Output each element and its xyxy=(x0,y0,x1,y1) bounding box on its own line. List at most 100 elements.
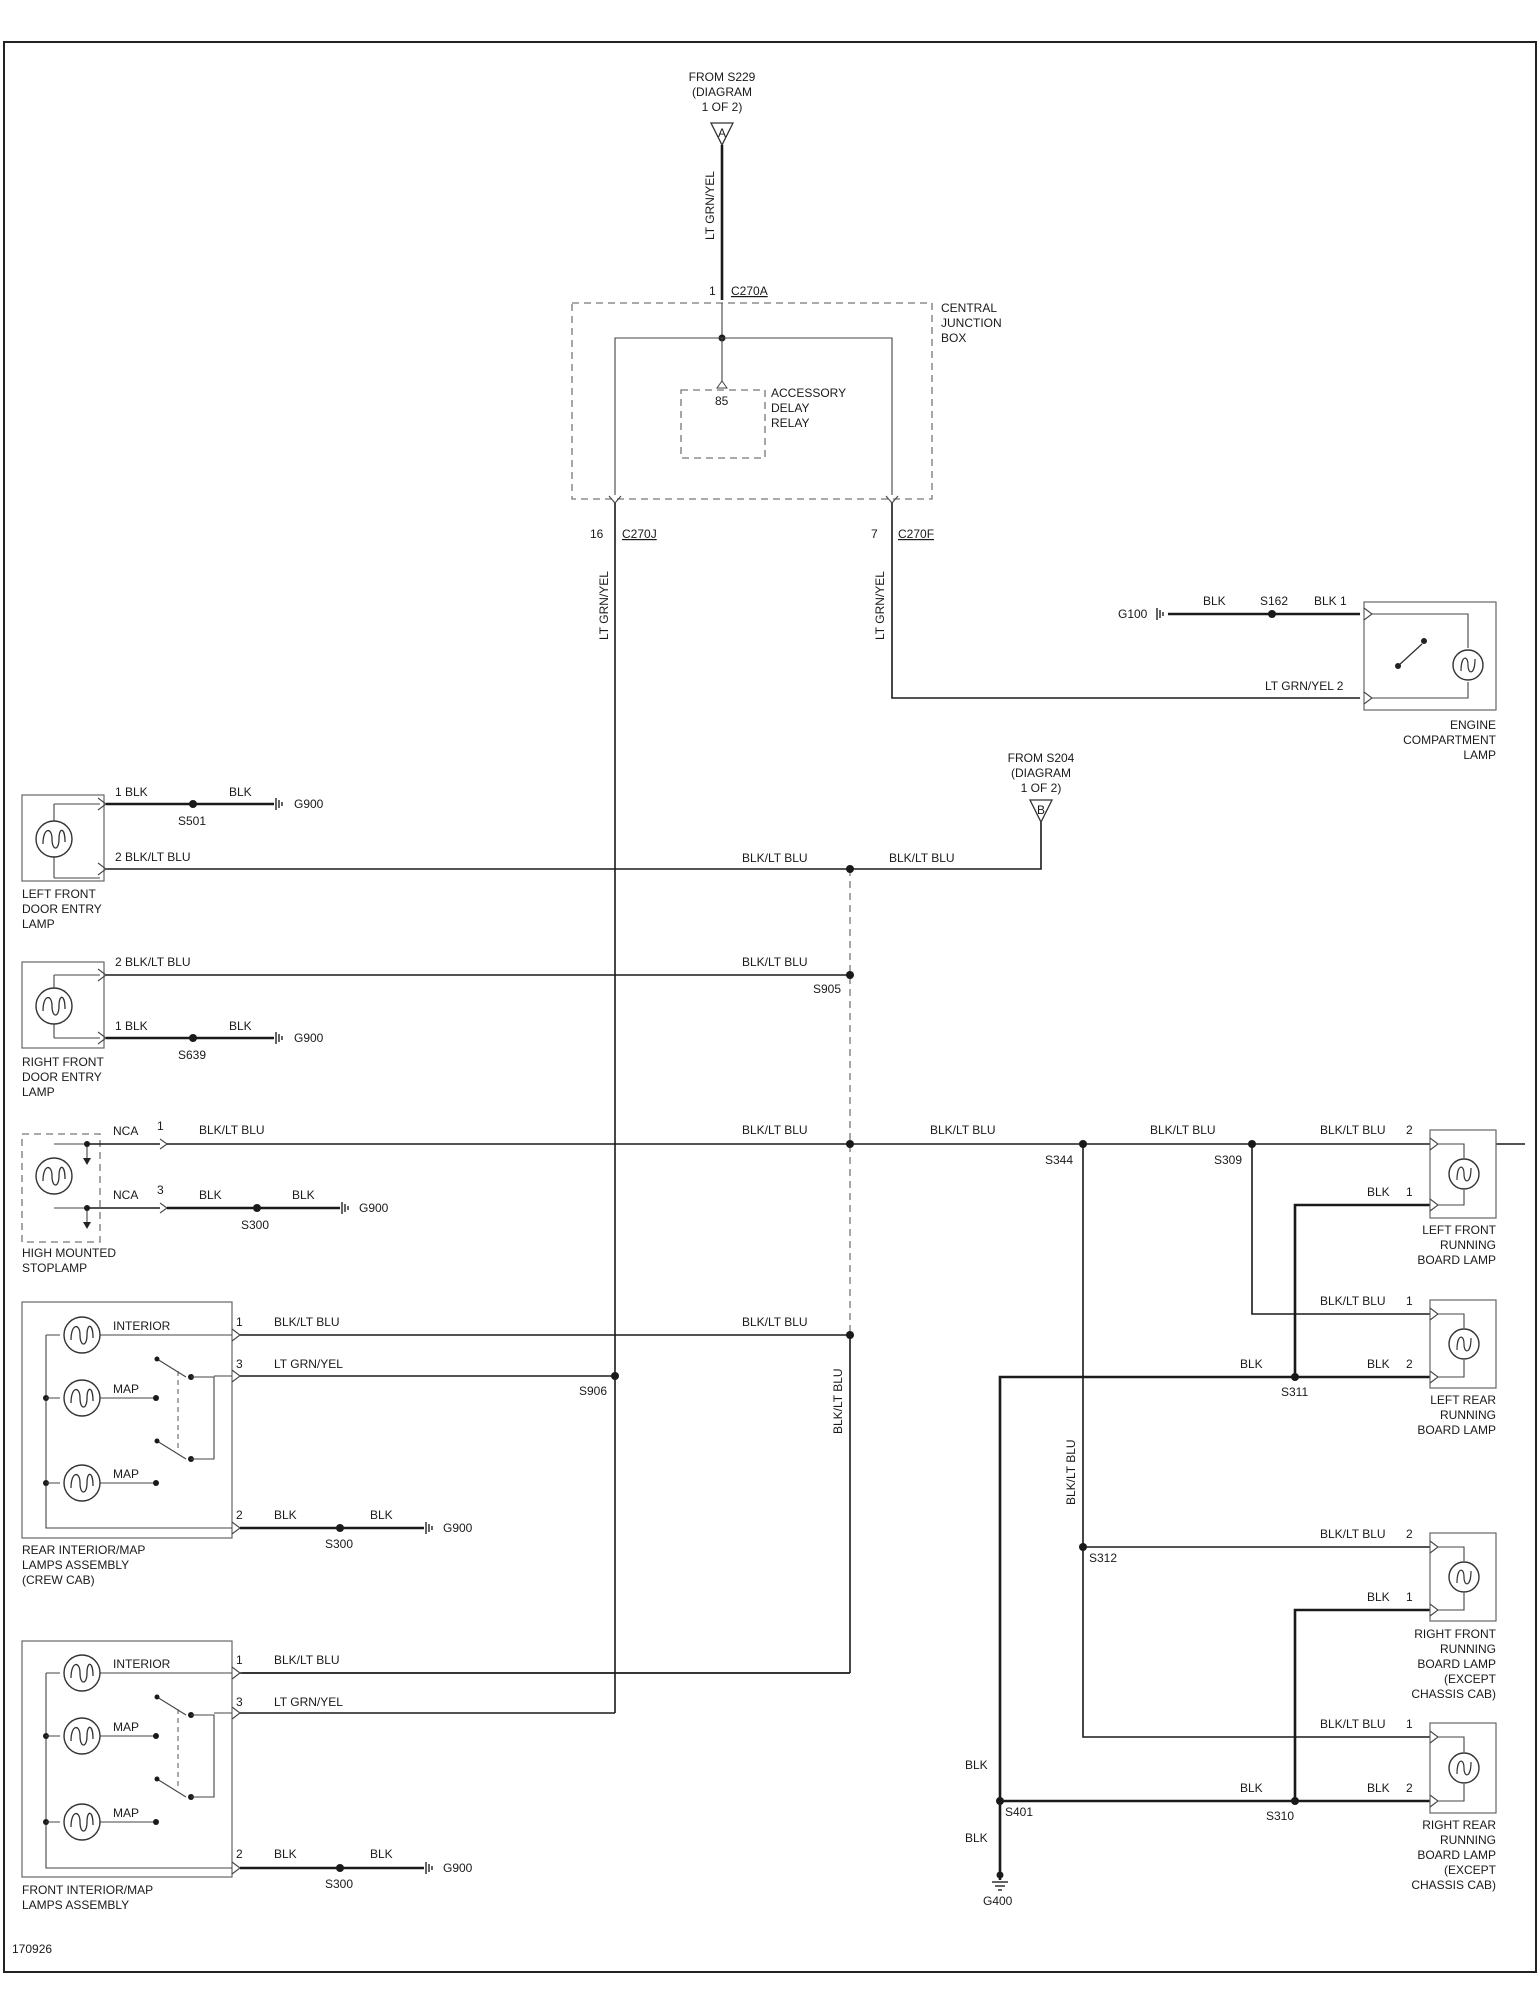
rear-blkltblu: BLK/LT BLU xyxy=(274,1315,340,1329)
front-ground: G900 xyxy=(443,1861,473,1875)
source-a-label: FROM S229 (DIAGRAM 1 OF 2) xyxy=(689,70,756,114)
relay-label-2: DELAY xyxy=(771,401,809,415)
wire-blkltblu-s309: BLK/LT BLU xyxy=(1150,1123,1216,1137)
relay-label-3: RELAY xyxy=(771,416,809,430)
wire-blkltblu-s344: BLK/LT BLU xyxy=(930,1123,996,1137)
source-b-connector-icon xyxy=(1028,799,1054,824)
jb-conn-out-left: C270J xyxy=(622,527,657,541)
source-a-line1: FROM S229 xyxy=(689,70,756,84)
right-front-door-bulb-icon xyxy=(35,987,73,1025)
front-blk-right: BLK xyxy=(370,1847,393,1861)
relay-pin: 85 xyxy=(715,394,729,408)
rear-interior-bulb-icon xyxy=(63,1316,101,1354)
source-b-line1: FROM S204 xyxy=(1008,751,1075,765)
central-junction-box xyxy=(571,302,933,500)
engine-lamp-label-2: COMPARTMENT xyxy=(1403,733,1497,747)
ground-g400: G400 xyxy=(983,1894,1013,1908)
rr-running-label-5: CHASSIS CAB) xyxy=(1411,1878,1496,1892)
stoplamp-nca-3: NCA xyxy=(113,1188,138,1202)
right-rear-running-board-lamp xyxy=(1429,1722,1497,1814)
rear-map-label-2: MAP xyxy=(113,1467,139,1481)
engine-lamp-pin1: BLK 1 xyxy=(1314,594,1347,608)
rf-pin2: 2 xyxy=(1406,1527,1413,1541)
source-a-line2: (DIAGRAM xyxy=(692,85,752,99)
source-a-letter: A xyxy=(718,126,726,140)
stoplamp-label-2: STOPLAMP xyxy=(22,1261,87,1275)
source-b-letter: B xyxy=(1037,803,1045,817)
rear-blk-left: BLK xyxy=(274,1508,297,1522)
rfd-blk-right: BLK xyxy=(229,1019,252,1033)
wire-blk-s311: BLK xyxy=(1240,1357,1263,1371)
lr-pin1: 1 xyxy=(1406,1294,1413,1308)
wire-blkltblu-lr: BLK/LT BLU xyxy=(1320,1294,1386,1308)
rear-map-bulb-2-icon xyxy=(63,1464,101,1502)
front-map-bulb-2-icon xyxy=(63,1803,101,1841)
rfd-pin1-blk: 1 BLK xyxy=(115,1019,148,1033)
source-b-line2: (DIAGRAM xyxy=(1011,766,1071,780)
front-blk-left: BLK xyxy=(274,1847,297,1861)
lf-pin1: 1 xyxy=(1406,1185,1413,1199)
left-front-door-bulb-icon xyxy=(35,820,73,858)
wire-blkltblu-lfd: BLK/LT BLU xyxy=(742,851,808,865)
rear-ground: G900 xyxy=(443,1521,473,1535)
stoplamp-pin3: 3 xyxy=(157,1183,164,1197)
wire-label-blkltblu-vertical: BLK/LT BLU xyxy=(831,1368,845,1434)
rear-blkltblu-right: BLK/LT BLU xyxy=(742,1315,808,1329)
rear-pin1: 1 xyxy=(236,1315,243,1329)
jb-label-1: CENTRAL xyxy=(941,301,997,315)
rear-ltgrnyel: LT GRN/YEL xyxy=(274,1357,343,1371)
jb-label-2: JUNCTION xyxy=(941,316,1002,330)
jb-label-3: BOX xyxy=(941,331,966,345)
left-rear-running-board-lamp xyxy=(1429,1299,1497,1389)
splice-s300-front: S300 xyxy=(325,1877,353,1891)
lf-running-label-1: LEFT FRONT xyxy=(1422,1223,1496,1237)
lfd-label-3: LAMP xyxy=(22,917,55,931)
rf-running-label-5: CHASSIS CAB) xyxy=(1411,1687,1496,1701)
wire-blkltblu-lf: BLK/LT BLU xyxy=(1320,1123,1386,1137)
wire-blk-s310: BLK xyxy=(1240,1781,1263,1795)
source-a-line3: 1 OF 2) xyxy=(702,100,743,114)
engine-lamp-bulb-icon xyxy=(1452,649,1484,681)
rf-running-label-2: RUNNING xyxy=(1440,1642,1496,1656)
splice-s344: S344 xyxy=(1045,1153,1073,1167)
front-interior-label: INTERIOR xyxy=(113,1657,171,1671)
front-pin2: 2 xyxy=(236,1847,243,1861)
engine-lamp-label-3: LAMP xyxy=(1463,748,1496,762)
rear-map-bulb-1-icon xyxy=(63,1379,101,1417)
splice-s300-rear: S300 xyxy=(325,1537,353,1551)
stoplamp-blk-left: BLK xyxy=(199,1188,222,1202)
wire-label-ltgrnyel-c270j: LT GRN/YEL xyxy=(597,571,611,640)
lfd-blk-right: BLK xyxy=(229,785,252,799)
front-map-bulb-1-icon xyxy=(63,1717,101,1755)
wire-blkltblu-rr: BLK/LT BLU xyxy=(1320,1717,1386,1731)
rear-assembly-label-2: LAMPS ASSEMBLY xyxy=(22,1558,129,1572)
splice-s312: S312 xyxy=(1089,1551,1117,1565)
stoplamp-label-1: HIGH MOUNTED xyxy=(22,1246,116,1260)
front-map-label-1: MAP xyxy=(113,1720,139,1734)
rr-running-label-4: (EXCEPT xyxy=(1444,1863,1497,1877)
front-interior-map-lamps-assembly xyxy=(21,1640,233,1878)
wire-blk-rf: BLK xyxy=(1367,1590,1390,1604)
wire-blk-lf: BLK xyxy=(1367,1185,1390,1199)
rfd-label-1: RIGHT FRONT xyxy=(22,1055,104,1069)
wire-blk-lr: BLK xyxy=(1367,1357,1390,1371)
stoplamp-pin1: 1 xyxy=(157,1119,164,1133)
front-blkltblu: BLK/LT BLU xyxy=(274,1653,340,1667)
lfd-ground: G900 xyxy=(294,797,324,811)
rear-pin3: 3 xyxy=(236,1357,243,1371)
jb-pin-out-right: 7 xyxy=(871,527,878,541)
wire-label-ltgrnyel-c270f: LT GRN/YEL xyxy=(873,571,887,640)
rfd-label-3: LAMP xyxy=(22,1085,55,1099)
rf-running-label-1: RIGHT FRONT xyxy=(1414,1627,1496,1641)
lfd-label-1: LEFT FRONT xyxy=(22,887,96,901)
front-ltgrnyel: LT GRN/YEL xyxy=(274,1695,343,1709)
right-front-running-board-lamp xyxy=(1429,1532,1497,1622)
front-pin1: 1 xyxy=(236,1653,243,1667)
accessory-delay-relay xyxy=(680,389,766,459)
splice-s501: S501 xyxy=(178,814,206,828)
front-pin3: 3 xyxy=(236,1695,243,1709)
lf-pin2: 2 xyxy=(1406,1123,1413,1137)
ground-g100: G100 xyxy=(1118,607,1148,621)
rear-blk-right: BLK xyxy=(370,1508,393,1522)
stoplamp-blkltblu-right: BLK/LT BLU xyxy=(742,1123,808,1137)
